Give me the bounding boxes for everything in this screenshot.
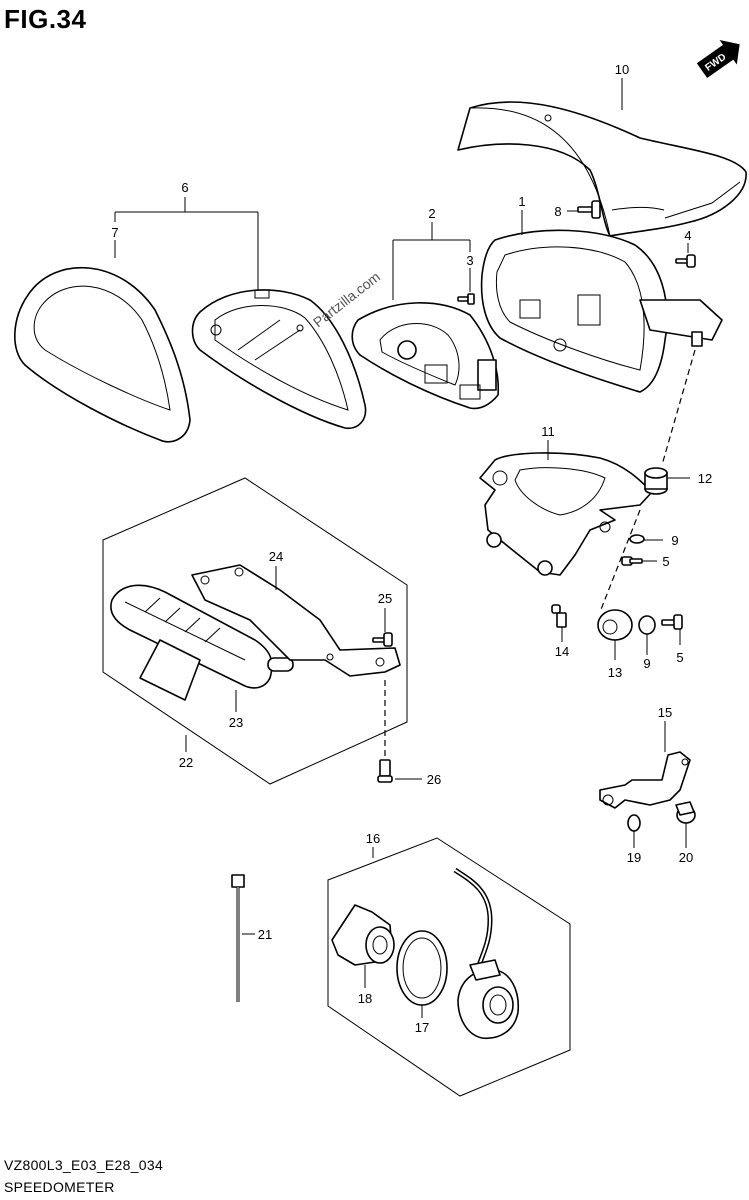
callout-label: 2 <box>428 206 435 221</box>
group-box-16 <box>327 837 571 1097</box>
sensor-bracket-part <box>599 751 691 809</box>
speed-sensor-16-part <box>453 867 520 1039</box>
screw-25-part <box>372 632 393 647</box>
callout-label: 25 <box>378 591 392 606</box>
callout-label: 26 <box>427 772 441 787</box>
callout-label: 11 <box>541 424 555 439</box>
clip-20-part <box>675 801 696 824</box>
meter-case-rear-part <box>480 229 723 393</box>
callout-label: 5 <box>662 554 669 569</box>
figure-title: FIG.34 <box>4 4 87 34</box>
callout-label: 15 <box>658 705 672 720</box>
callout-label: 24 <box>269 549 283 564</box>
callout-label: 19 <box>627 850 641 865</box>
screw-3-part <box>457 293 475 305</box>
washer-9-lower-part <box>638 615 656 635</box>
screw-5-upper-part <box>621 556 643 566</box>
group-box-22 <box>102 477 408 785</box>
callout-label: 8 <box>554 204 561 219</box>
indicator-lens-part <box>110 584 294 701</box>
meter-case-front-part <box>191 289 367 430</box>
washer-9-upper-part <box>629 534 645 544</box>
callout-labels: 1 2 3 4 5 5 6 7 8 9 9 10 11 12 13 14 15 … <box>111 62 712 1035</box>
callout-label: 17 <box>415 1020 429 1035</box>
screw-4-part <box>675 254 696 268</box>
meter-cover-part <box>457 101 747 237</box>
callout-label: 13 <box>608 665 622 680</box>
callout-label: 10 <box>615 62 629 77</box>
callout-label: 21 <box>258 927 272 942</box>
callout-label: 20 <box>679 850 693 865</box>
callout-label: 23 <box>229 715 243 730</box>
callout-label: 5 <box>676 650 683 665</box>
model-code: VZ800L3_E03_E28_034 <box>4 1157 164 1173</box>
alignment-line <box>661 349 696 466</box>
callout-label: 6 <box>181 180 188 195</box>
callout-label: 18 <box>358 991 372 1006</box>
callout-label: 3 <box>466 253 473 268</box>
screw-5-lower-part <box>661 614 683 630</box>
fwd-direction-arrow-icon: FWD <box>696 39 740 78</box>
grommet-12-part <box>644 467 668 495</box>
section-name: SPEEDOMETER <box>4 1179 115 1195</box>
washer-19-part <box>627 814 641 832</box>
screw-14-part <box>551 604 567 628</box>
callout-label: 4 <box>684 228 691 243</box>
grommet-13-part <box>597 609 633 641</box>
callout-label: 9 <box>671 533 678 548</box>
cable-tie-21-part <box>231 874 245 1002</box>
callout-label: 12 <box>698 471 712 486</box>
indicator-bracket-part <box>191 564 401 677</box>
alignment-line <box>599 509 641 613</box>
callout-label: 14 <box>555 644 569 659</box>
meter-bracket-part <box>479 452 653 576</box>
drive-gear-18-part <box>331 904 395 966</box>
callout-label: 16 <box>366 831 380 846</box>
meter-bezel-part <box>14 266 191 443</box>
callout-label: 1 <box>518 194 525 209</box>
callout-label: 7 <box>111 225 118 240</box>
callout-label: 22 <box>179 755 193 770</box>
ring-17-part <box>396 930 448 1006</box>
meter-assembly-part <box>351 302 500 410</box>
screw-8-part <box>577 200 601 219</box>
callout-label: 9 <box>643 656 650 671</box>
bolt-26-part <box>377 759 393 783</box>
